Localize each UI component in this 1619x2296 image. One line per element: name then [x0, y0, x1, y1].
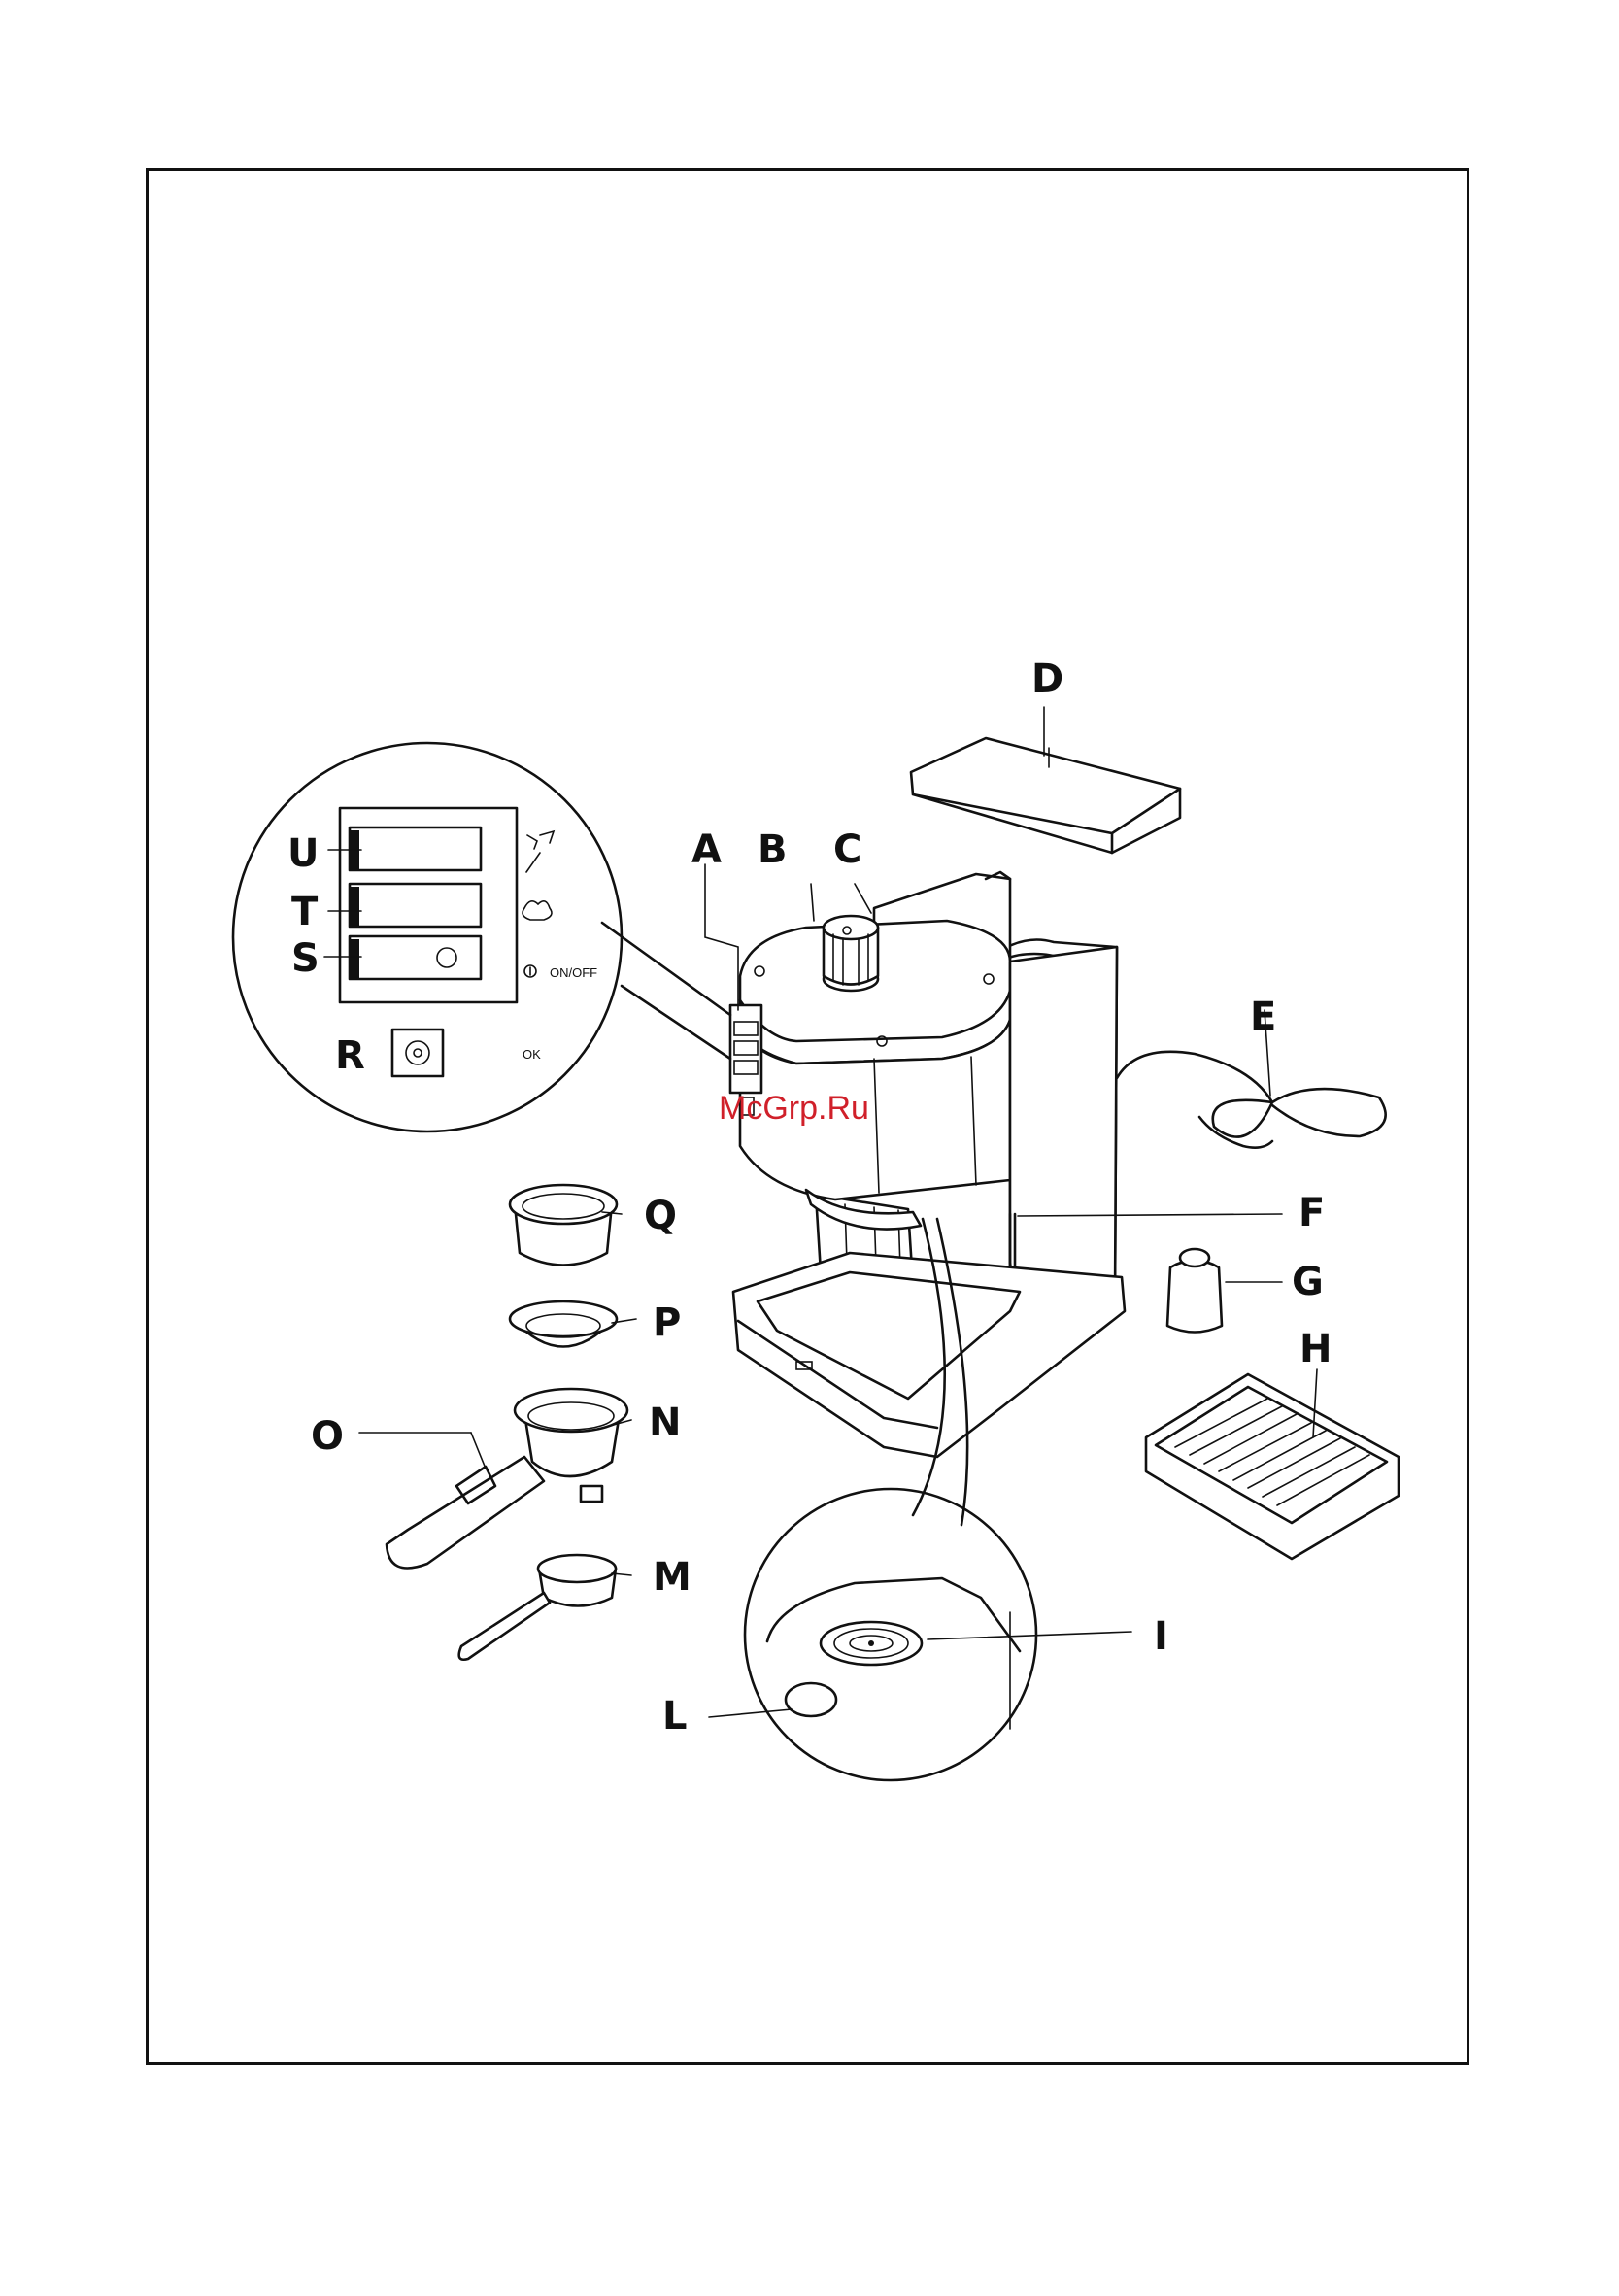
label-b: B [758, 827, 788, 872]
label-m: M [653, 1555, 691, 1600]
part-n-portafilter [359, 1389, 631, 1569]
label-d: D [1031, 657, 1063, 701]
label-i: I [1154, 1614, 1168, 1659]
label-c: C [833, 827, 861, 872]
label-q: Q [644, 1194, 677, 1238]
label-n: N [649, 1401, 681, 1445]
label-f: F [1299, 1191, 1325, 1235]
label-o: O [311, 1414, 344, 1459]
label-e: E [1250, 995, 1276, 1039]
machine-body [730, 872, 1125, 1457]
label-r: R [335, 1033, 365, 1078]
part-p-filter-single [510, 1301, 636, 1347]
label-h: H [1299, 1327, 1332, 1371]
part-q-filter-double [510, 1185, 622, 1266]
label-a: A [691, 827, 722, 872]
label-l: L [662, 1694, 688, 1739]
label-t: T [291, 890, 319, 934]
part-h-grille [1146, 1369, 1399, 1559]
part-d-tank-lid [911, 738, 1180, 853]
part-m-measuring-spoon [459, 1555, 631, 1660]
label-p: P [653, 1300, 681, 1345]
part-g-cap [1167, 1249, 1282, 1333]
on-off-label: ON/OFF [550, 965, 597, 980]
watermark: McGrp.Ru [719, 1090, 869, 1127]
label-u: U [287, 831, 319, 876]
label-s: S [291, 936, 320, 981]
label-g: G [1292, 1260, 1324, 1304]
ok-label: OK [523, 1047, 541, 1062]
